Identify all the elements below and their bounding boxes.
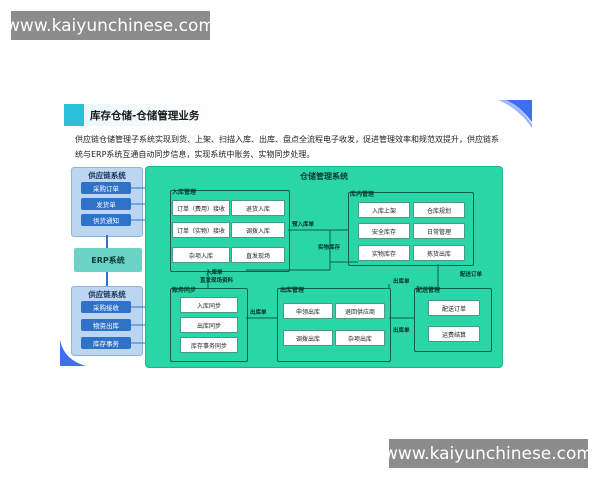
page-title-text: 库存仓储-仓储管理业务: [90, 109, 200, 122]
flow-pre-inbound: 预入库单: [292, 222, 315, 228]
flow-outbound-b: 出库单: [250, 310, 267, 316]
warehouse-button-3[interactable]: 日常管理: [413, 223, 465, 239]
description: 供应链仓储管理子系统实现到货、上架、扫描入库、出库、盘点全流程电子收发，促进管理…: [75, 132, 525, 162]
flow-inbound-note: 入库单: [206, 270, 223, 276]
flow-outbound-a: 出库单: [393, 279, 410, 285]
left-bottom-item-0[interactable]: 采购接收: [81, 301, 131, 313]
distribution-title: 配送管理: [416, 287, 441, 294]
warehouse-button-2[interactable]: 安全库存: [358, 223, 410, 239]
warehouse-button-4[interactable]: 实物库存: [358, 245, 410, 261]
page-title: 库存仓储-仓储管理业务: [64, 104, 219, 126]
left-bottom-item-2[interactable]: 库存事务: [81, 337, 131, 349]
left-top-item-1[interactable]: 发货单: [81, 198, 131, 210]
flow-outbound-c: 出库单: [393, 328, 410, 334]
inbound-button-1[interactable]: 退货入库: [231, 200, 285, 216]
outbound-button-2[interactable]: 调拨出库: [283, 330, 333, 346]
outbound-button-1[interactable]: 退回供应商: [335, 303, 385, 319]
outbound-title: 出库管理: [280, 287, 305, 294]
sync-button-0[interactable]: 入库同步: [180, 297, 238, 313]
distribution-button-0[interactable]: 配送订单: [428, 300, 480, 316]
left-top-item-0[interactable]: 采购订单: [81, 182, 131, 194]
inbound-button-5[interactable]: 直发现场: [231, 247, 285, 263]
left-bottom-item-1[interactable]: 物资出库: [81, 319, 131, 331]
main-system-title: 仓储管理系统: [300, 172, 348, 181]
distribution-button-1[interactable]: 运费结算: [428, 326, 480, 342]
watermark-top: www.kaiyunchinese.com: [6, 11, 215, 40]
left-bottom-title: 供应链系统: [88, 290, 126, 299]
distribution-panel: [414, 288, 492, 352]
outbound-button-0[interactable]: 申领出库: [283, 303, 333, 319]
left-top-title: 供应链系统: [88, 171, 126, 180]
sync-title: 账务同步: [172, 287, 197, 294]
left-top-item-2[interactable]: 供货通知: [81, 214, 131, 226]
inbound-button-2[interactable]: 订单（实物）接收: [172, 222, 230, 238]
outbound-button-3[interactable]: 杂项出库: [335, 330, 385, 346]
warehouse-button-5[interactable]: 拣货出库: [413, 245, 465, 261]
inbound-button-3[interactable]: 调拨入库: [231, 222, 285, 238]
warehouse-title: 库内管理: [350, 191, 375, 198]
sync-button-2[interactable]: 库存事务同步: [180, 337, 238, 353]
inbound-button-0[interactable]: 订单（费用）接收: [172, 200, 230, 216]
warehouse-button-1[interactable]: 仓库规划: [413, 202, 465, 218]
description-line1: 供应链仓储管理子系统实现到货、上架、扫描入库、出库、盘点全流程电子收发，促进管理…: [75, 135, 499, 144]
title-accent: [64, 104, 84, 126]
erp-system: ERP系统: [74, 248, 142, 272]
flow-physical-stock: 实物库存: [318, 245, 341, 251]
description-line2: 统与ERP系统互通自动同步信息，实现系统中账务、实物同步处理。: [75, 150, 315, 159]
warehouse-button-0[interactable]: 入库上架: [358, 202, 410, 218]
flow-direct-data: 直发现场资料: [200, 278, 234, 284]
inbound-title: 入库管理: [172, 189, 197, 196]
outbound-panel: [277, 288, 391, 362]
inbound-button-4[interactable]: 杂项入库: [172, 247, 230, 263]
watermark-bottom: www.kaiyunchinese.com: [384, 439, 593, 468]
sync-button-1[interactable]: 出库同步: [180, 317, 238, 333]
flow-dispatch-order: 配送订单: [460, 272, 483, 278]
